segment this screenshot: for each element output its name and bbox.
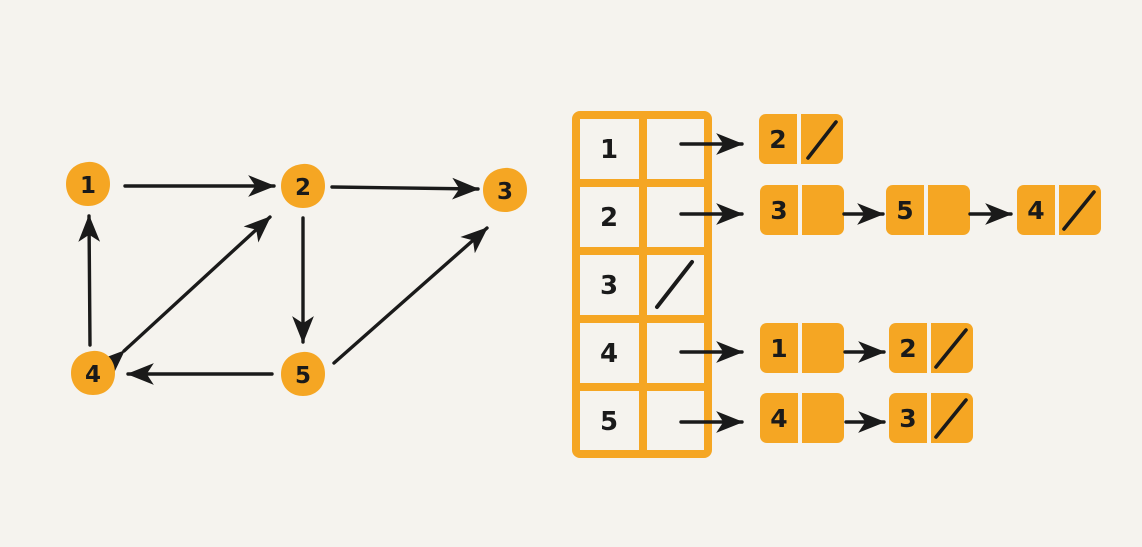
- graph-node-1-label: 1: [80, 173, 96, 199]
- list-node-r4-c1[interactable]: 2: [889, 323, 973, 373]
- table-row-key-4: 4: [600, 339, 618, 369]
- list-node-r1-c0[interactable]: 2: [759, 114, 843, 164]
- list-node-r2-c1[interactable]: 5: [886, 185, 970, 235]
- graph-node-2[interactable]: 2: [281, 163, 325, 208]
- graph-node-3-label: 3: [497, 179, 513, 205]
- linked-list-row-1: 2: [759, 114, 843, 164]
- graph-node-2-label: 2: [295, 175, 311, 201]
- list-node-r5-c0[interactable]: 4: [760, 393, 844, 443]
- null-slash-r1: [806, 120, 838, 160]
- null-slash-r5: [934, 398, 968, 439]
- graph-edges: [78, 175, 489, 385]
- list-node-r5-c1-value: 3: [899, 404, 916, 433]
- list-node-r5-c1[interactable]: 3: [889, 393, 973, 443]
- adjacency-table: 1 2 3 4 5: [572, 111, 744, 458]
- table-row-key-1: 1: [600, 135, 618, 165]
- table-row-3-null-slash: [655, 260, 694, 309]
- table-row-key-2: 2: [600, 203, 618, 233]
- null-slash-r2: [1062, 190, 1096, 231]
- graph-nodes: 1 2 3 4 5: [66, 161, 527, 396]
- linked-list-row-4: 1 2: [760, 323, 973, 373]
- table-row-key-3: 3: [600, 271, 618, 301]
- null-slash-r4: [934, 328, 968, 369]
- table-key-cells: 1 2 3 4 5: [600, 135, 618, 437]
- graph-node-3[interactable]: 3: [483, 167, 527, 212]
- linked-list-row-2: 3 5 4: [760, 185, 1101, 235]
- list-node-r4-c1-value: 2: [899, 334, 916, 363]
- list-node-r2-c2[interactable]: 4: [1017, 185, 1101, 235]
- edge-2-to-4-bidirectional: [97, 215, 272, 377]
- edge-5-to-3: [332, 226, 489, 365]
- list-node-r4-c0[interactable]: 1: [760, 323, 844, 373]
- list-node-r2-c1-value: 5: [896, 196, 913, 225]
- graph-node-5[interactable]: 5: [281, 351, 325, 396]
- graph-node-4-label: 4: [85, 362, 101, 388]
- list-node-r5-c0-value: 4: [770, 404, 787, 433]
- list-node-r2-c0-value: 3: [770, 196, 787, 225]
- graph-node-4[interactable]: 4: [71, 350, 115, 395]
- list-node-r2-c0[interactable]: 3: [760, 185, 844, 235]
- edge-2-to-3: [330, 177, 480, 200]
- list-node-r4-c0-value: 1: [770, 334, 787, 363]
- list-node-r2-c2-value: 4: [1027, 196, 1044, 225]
- graph-node-1[interactable]: 1: [66, 161, 110, 206]
- edge-4-to-1: [78, 214, 101, 347]
- graph-node-5-label: 5: [295, 363, 311, 389]
- linked-list-row-5: 4 3: [760, 393, 973, 443]
- table-row-key-5: 5: [600, 407, 618, 437]
- list-node-r1-c0-value: 2: [769, 125, 786, 154]
